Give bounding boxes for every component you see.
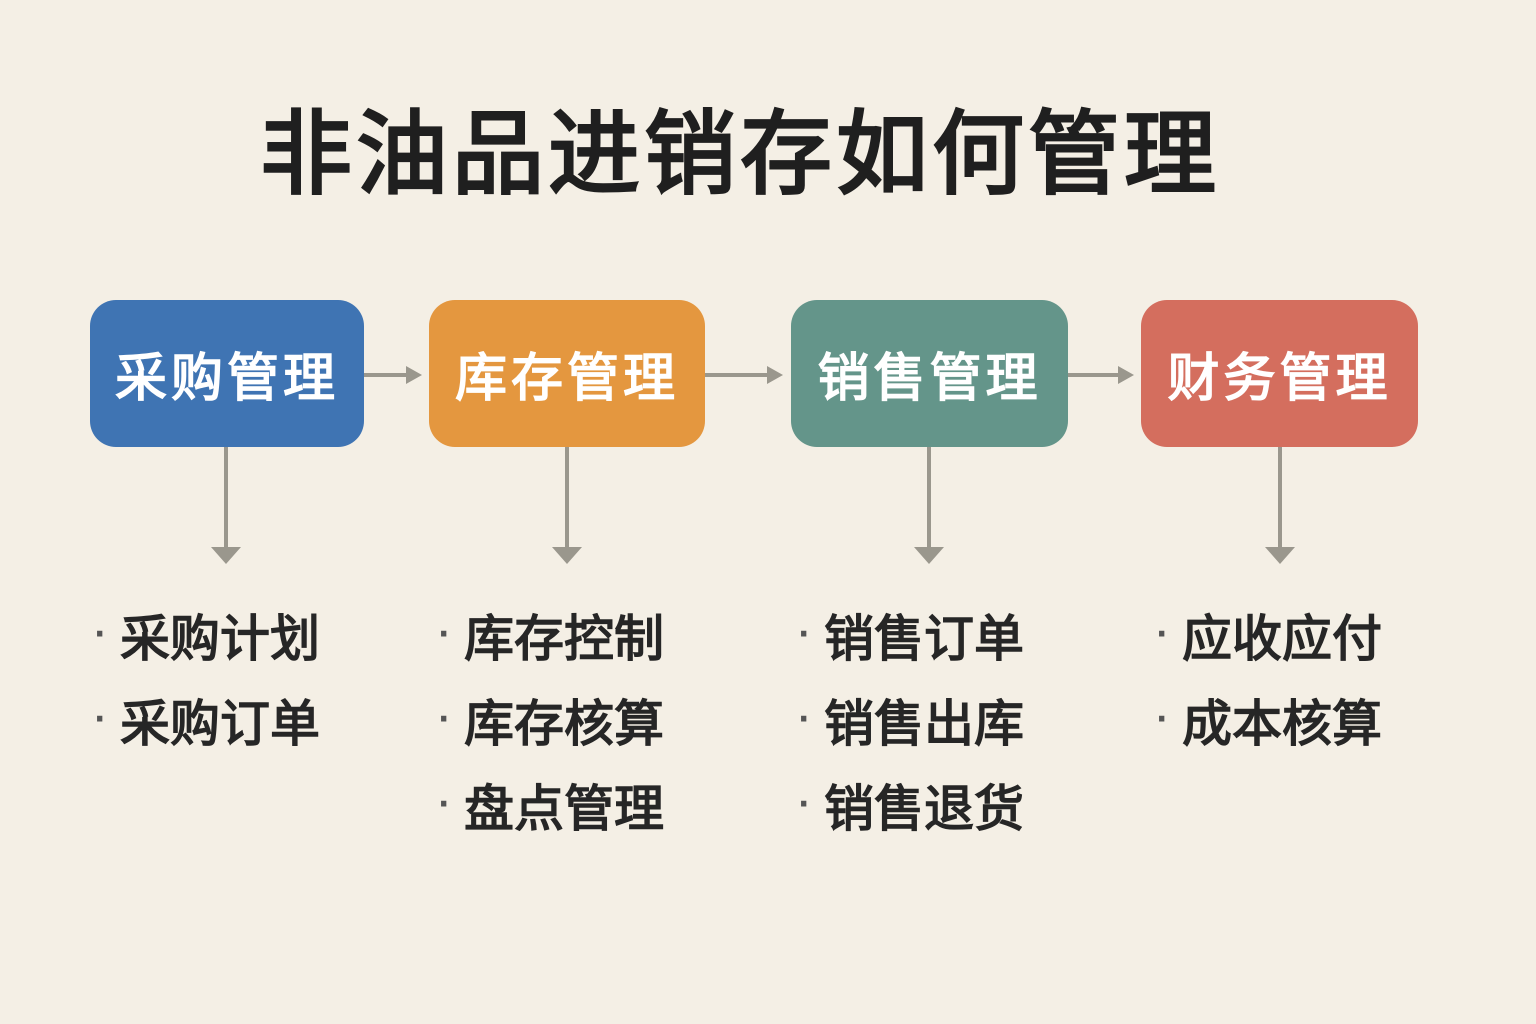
list-item: · 采购订单 — [94, 677, 320, 762]
bullet: · — [438, 787, 450, 822]
page-title: 非油品进销存如何管理 — [259, 101, 1220, 208]
bullet: · — [438, 702, 450, 737]
list-item-text: 库存核算 — [464, 694, 664, 753]
arrow-right-icon — [1068, 366, 1134, 384]
list-item-text: 销售退货 — [824, 779, 1024, 838]
bullet: · — [94, 617, 106, 652]
list-item-text: 成本核算 — [1182, 694, 1382, 753]
list-item-text: 采购订单 — [120, 694, 320, 753]
stage-box-finance: 财务管理 — [1141, 300, 1418, 447]
finance-list: · 应收应付 · 成本核算 — [1156, 592, 1382, 762]
list-item: · 库存核算 — [438, 677, 664, 762]
stage-box-sales: 销售管理 — [791, 300, 1068, 447]
bullet: · — [798, 787, 810, 822]
purchase-list: · 采购计划 · 采购订单 — [94, 592, 320, 762]
list-item-text: 采购计划 — [120, 609, 320, 668]
arrow-down-icon — [211, 447, 241, 564]
bullet: · — [1156, 702, 1168, 737]
list-item: · 盘点管理 — [438, 762, 664, 847]
list-item: · 销售退货 — [798, 762, 1024, 847]
list-item: · 应收应付 — [1156, 592, 1382, 677]
list-item: · 采购计划 — [94, 592, 320, 677]
bullet: · — [94, 702, 106, 737]
arrow-right-icon — [705, 366, 783, 384]
list-item-text: 库存控制 — [464, 609, 664, 668]
sales-list: · 销售订单 · 销售出库 · 销售退货 — [798, 592, 1024, 847]
arrow-down-icon — [914, 447, 944, 564]
arrow-right-icon — [364, 366, 422, 384]
arrow-down-icon — [552, 447, 582, 564]
list-item: · 销售订单 — [798, 592, 1024, 677]
list-item-text: 盘点管理 — [464, 779, 664, 838]
arrow-down-icon — [1265, 447, 1295, 564]
list-item: · 成本核算 — [1156, 677, 1382, 762]
bullet: · — [438, 617, 450, 652]
list-item-text: 应收应付 — [1182, 609, 1382, 668]
stage-box-purchase: 采购管理 — [90, 300, 364, 447]
list-item: · 销售出库 — [798, 677, 1024, 762]
list-item-text: 销售订单 — [824, 609, 1024, 668]
bullet: · — [798, 617, 810, 652]
stage-box-inventory: 库存管理 — [429, 300, 705, 447]
list-item: · 库存控制 — [438, 592, 664, 677]
list-item-text: 销售出库 — [824, 694, 1024, 753]
bullet: · — [1156, 617, 1168, 652]
inventory-list: · 库存控制 · 库存核算 · 盘点管理 — [438, 592, 664, 847]
bullet: · — [798, 702, 810, 737]
